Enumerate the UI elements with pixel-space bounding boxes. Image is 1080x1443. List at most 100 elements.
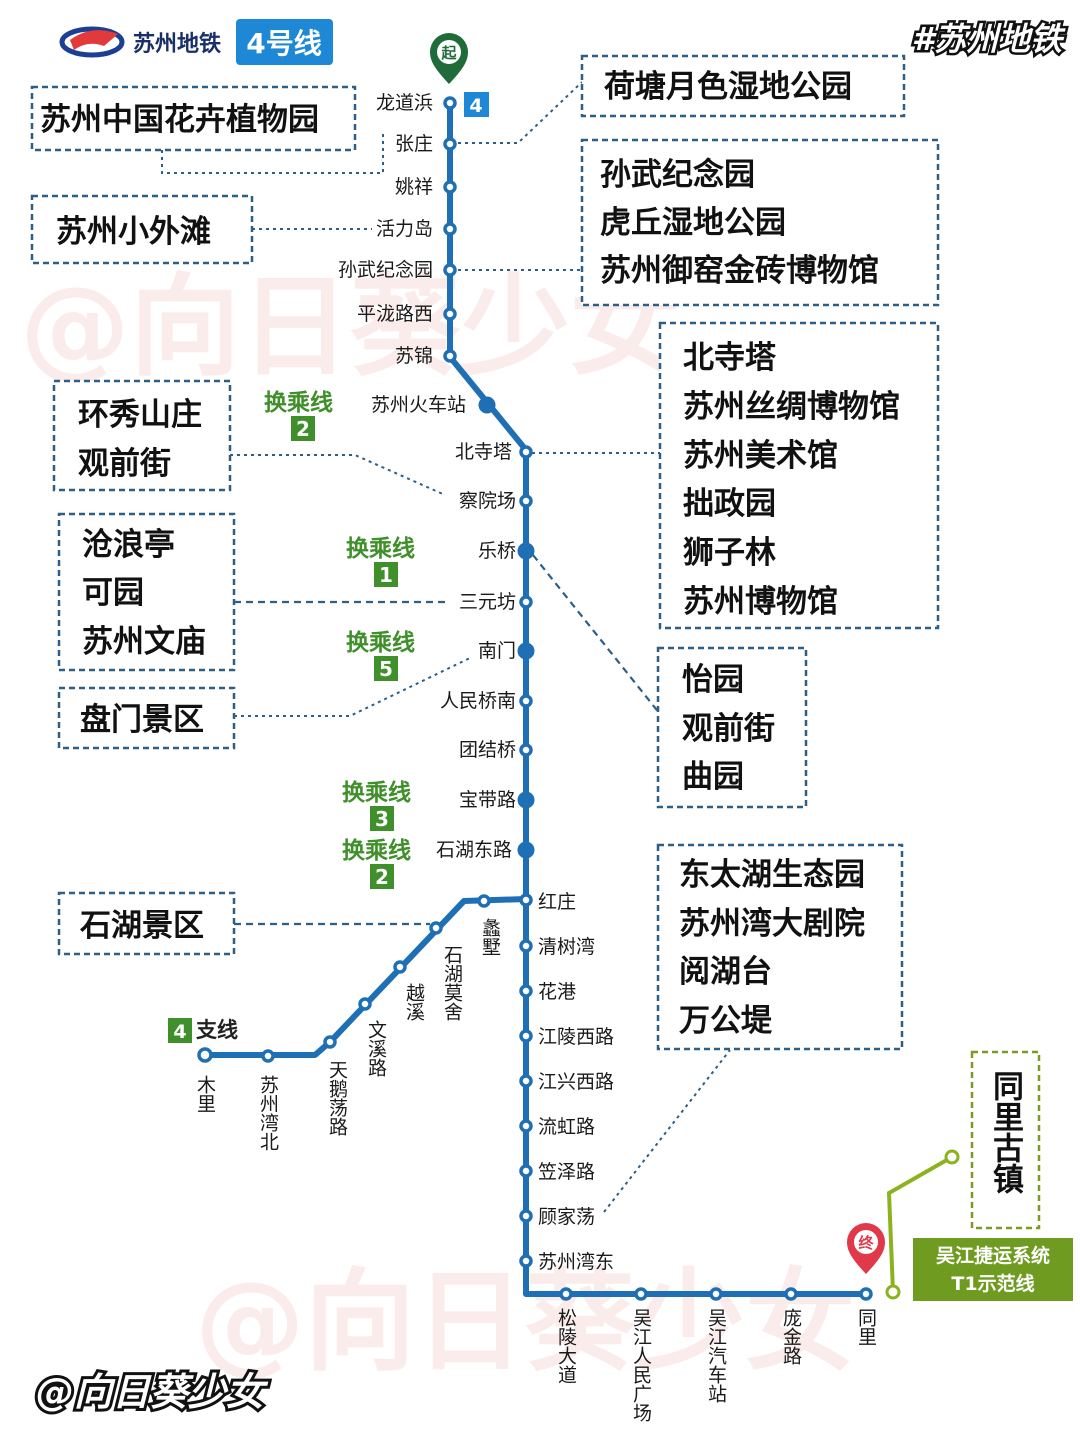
attraction-name: 东太湖生态园 (679, 857, 865, 893)
attraction-name: 怡园 (682, 662, 744, 698)
tram-name: 吴江捷运系统 (936, 1244, 1050, 1267)
station-label: 流虹路 (538, 1116, 595, 1138)
station-dot-transfer (517, 642, 535, 660)
lead-dongtaihu (603, 1049, 731, 1213)
attraction-name: 观前街 (78, 446, 171, 482)
station-label: 南门 (478, 640, 516, 662)
station-label-vertical: 吴江汽车站 (705, 1308, 727, 1403)
station-dot (443, 96, 457, 110)
station-dot (261, 1049, 275, 1063)
attraction-name: 阅湖台 (679, 954, 772, 990)
station-label-vertical: 蠡墅 (479, 918, 501, 956)
station-label: 北寺塔 (455, 441, 512, 463)
brand-name: 苏州地铁 (133, 31, 221, 57)
station-dot (519, 743, 533, 757)
transfer-line-number: 2 (296, 417, 310, 441)
attraction-name: 苏州小外滩 (56, 214, 211, 250)
station-dot (429, 921, 443, 935)
station-dot-transfer (517, 542, 535, 560)
start-marker-text: 起 (440, 44, 457, 62)
station-label-vertical: 木里 (194, 1075, 216, 1113)
station-dot (443, 180, 457, 194)
watermark-top: @向日葵少女 (20, 263, 680, 391)
attraction-box (580, 138, 940, 307)
tram-subname: T1示范线 (951, 1272, 1034, 1295)
station-label-vertical: 石湖莫舍 (441, 945, 463, 1021)
station-dot (784, 1287, 798, 1301)
attraction-box (656, 843, 904, 1051)
attraction-box (52, 379, 232, 492)
attraction-name: 虎丘湿地公园 (600, 205, 786, 241)
attraction-name: 沧浪亭 (82, 527, 175, 563)
station-dot (197, 1047, 213, 1063)
tram-banner (913, 1238, 1073, 1301)
transfer-label: 换乘线 (342, 779, 411, 806)
station-label: 乐桥 (478, 540, 516, 562)
station-label: 红庄 (538, 891, 576, 913)
station-dot (443, 349, 457, 363)
line-badge-bg (236, 19, 333, 65)
station-label: 苏州湾东 (538, 1251, 614, 1273)
station-label: 平泷路西 (357, 303, 433, 325)
station-dot (323, 1035, 337, 1049)
station-dot (519, 494, 533, 508)
attraction-name: 苏州博物馆 (683, 584, 838, 620)
station-label: 清树湾 (538, 936, 595, 958)
station-dot (634, 1287, 648, 1301)
attraction-box (57, 686, 236, 750)
station-label-vertical: 松陵大道 (555, 1308, 577, 1384)
station-dot (519, 984, 533, 998)
station-dot (519, 445, 533, 459)
tram-stop-end (944, 1149, 960, 1165)
station-label: 张庄 (395, 133, 433, 155)
station-label: 顾家荡 (538, 1206, 595, 1228)
lead-yiyuan (532, 554, 661, 715)
attraction-name: 拙政园 (683, 486, 776, 522)
attraction-name: 苏州丝绸博物馆 (683, 389, 900, 425)
lead-huahui (161, 130, 384, 174)
line-tag: 4 (469, 95, 482, 117)
station-label: 江兴西路 (538, 1071, 614, 1093)
tram-line (886, 1155, 953, 1293)
attraction-name: 万公堤 (679, 1003, 773, 1039)
station-dot-transfer (517, 841, 535, 859)
transfer-label: 换乘线 (346, 535, 415, 562)
station-label: 人民桥南 (440, 690, 516, 712)
station-label-vertical: 庞金路 (780, 1308, 802, 1365)
station-dot (519, 694, 533, 708)
station-dot (358, 997, 372, 1011)
attraction-name: 狮子林 (683, 535, 776, 571)
attraction-box (57, 891, 236, 956)
station-label: 姚祥 (395, 176, 433, 198)
station-label-vertical: 天鹅荡路 (326, 1060, 348, 1136)
station-label: 花港 (538, 981, 576, 1003)
transfer-line-number: 1 (379, 563, 393, 587)
station-label: 三元坊 (459, 591, 516, 613)
suzhou-metro-logo (59, 26, 125, 58)
attraction-name: 同里古镇 (987, 1070, 1024, 1194)
station-dot (443, 263, 457, 277)
transfer-badge (374, 562, 398, 587)
station-label: 团结桥 (459, 739, 516, 761)
branch-tag: 4 (173, 1021, 186, 1043)
station-dot-transfer (478, 396, 496, 414)
station-label: 龙道浜 (376, 92, 433, 114)
attraction-name: 荷塘月色湿地公园 (604, 69, 852, 105)
attraction-name: 北寺塔 (683, 340, 777, 376)
attraction-box (30, 85, 357, 152)
lead-huanxiu (230, 454, 446, 496)
transfer-badge (374, 656, 398, 681)
station-label: 察院场 (459, 490, 516, 512)
station-label: 宝带路 (459, 789, 516, 811)
transfer-line-number: 2 (375, 865, 389, 889)
station-dot (519, 595, 533, 609)
station-label: 苏州火车站 (371, 394, 466, 416)
attraction-box (658, 321, 940, 630)
start-pin-icon (430, 33, 468, 84)
line-badge: 4号线 (246, 27, 321, 60)
attraction-name: 苏州湾大剧院 (679, 906, 865, 942)
transfer-badge (370, 864, 394, 889)
station-label-vertical: 苏州湾北 (257, 1075, 279, 1151)
station-dot (443, 222, 457, 236)
attraction-name: 苏州文庙 (82, 624, 206, 660)
